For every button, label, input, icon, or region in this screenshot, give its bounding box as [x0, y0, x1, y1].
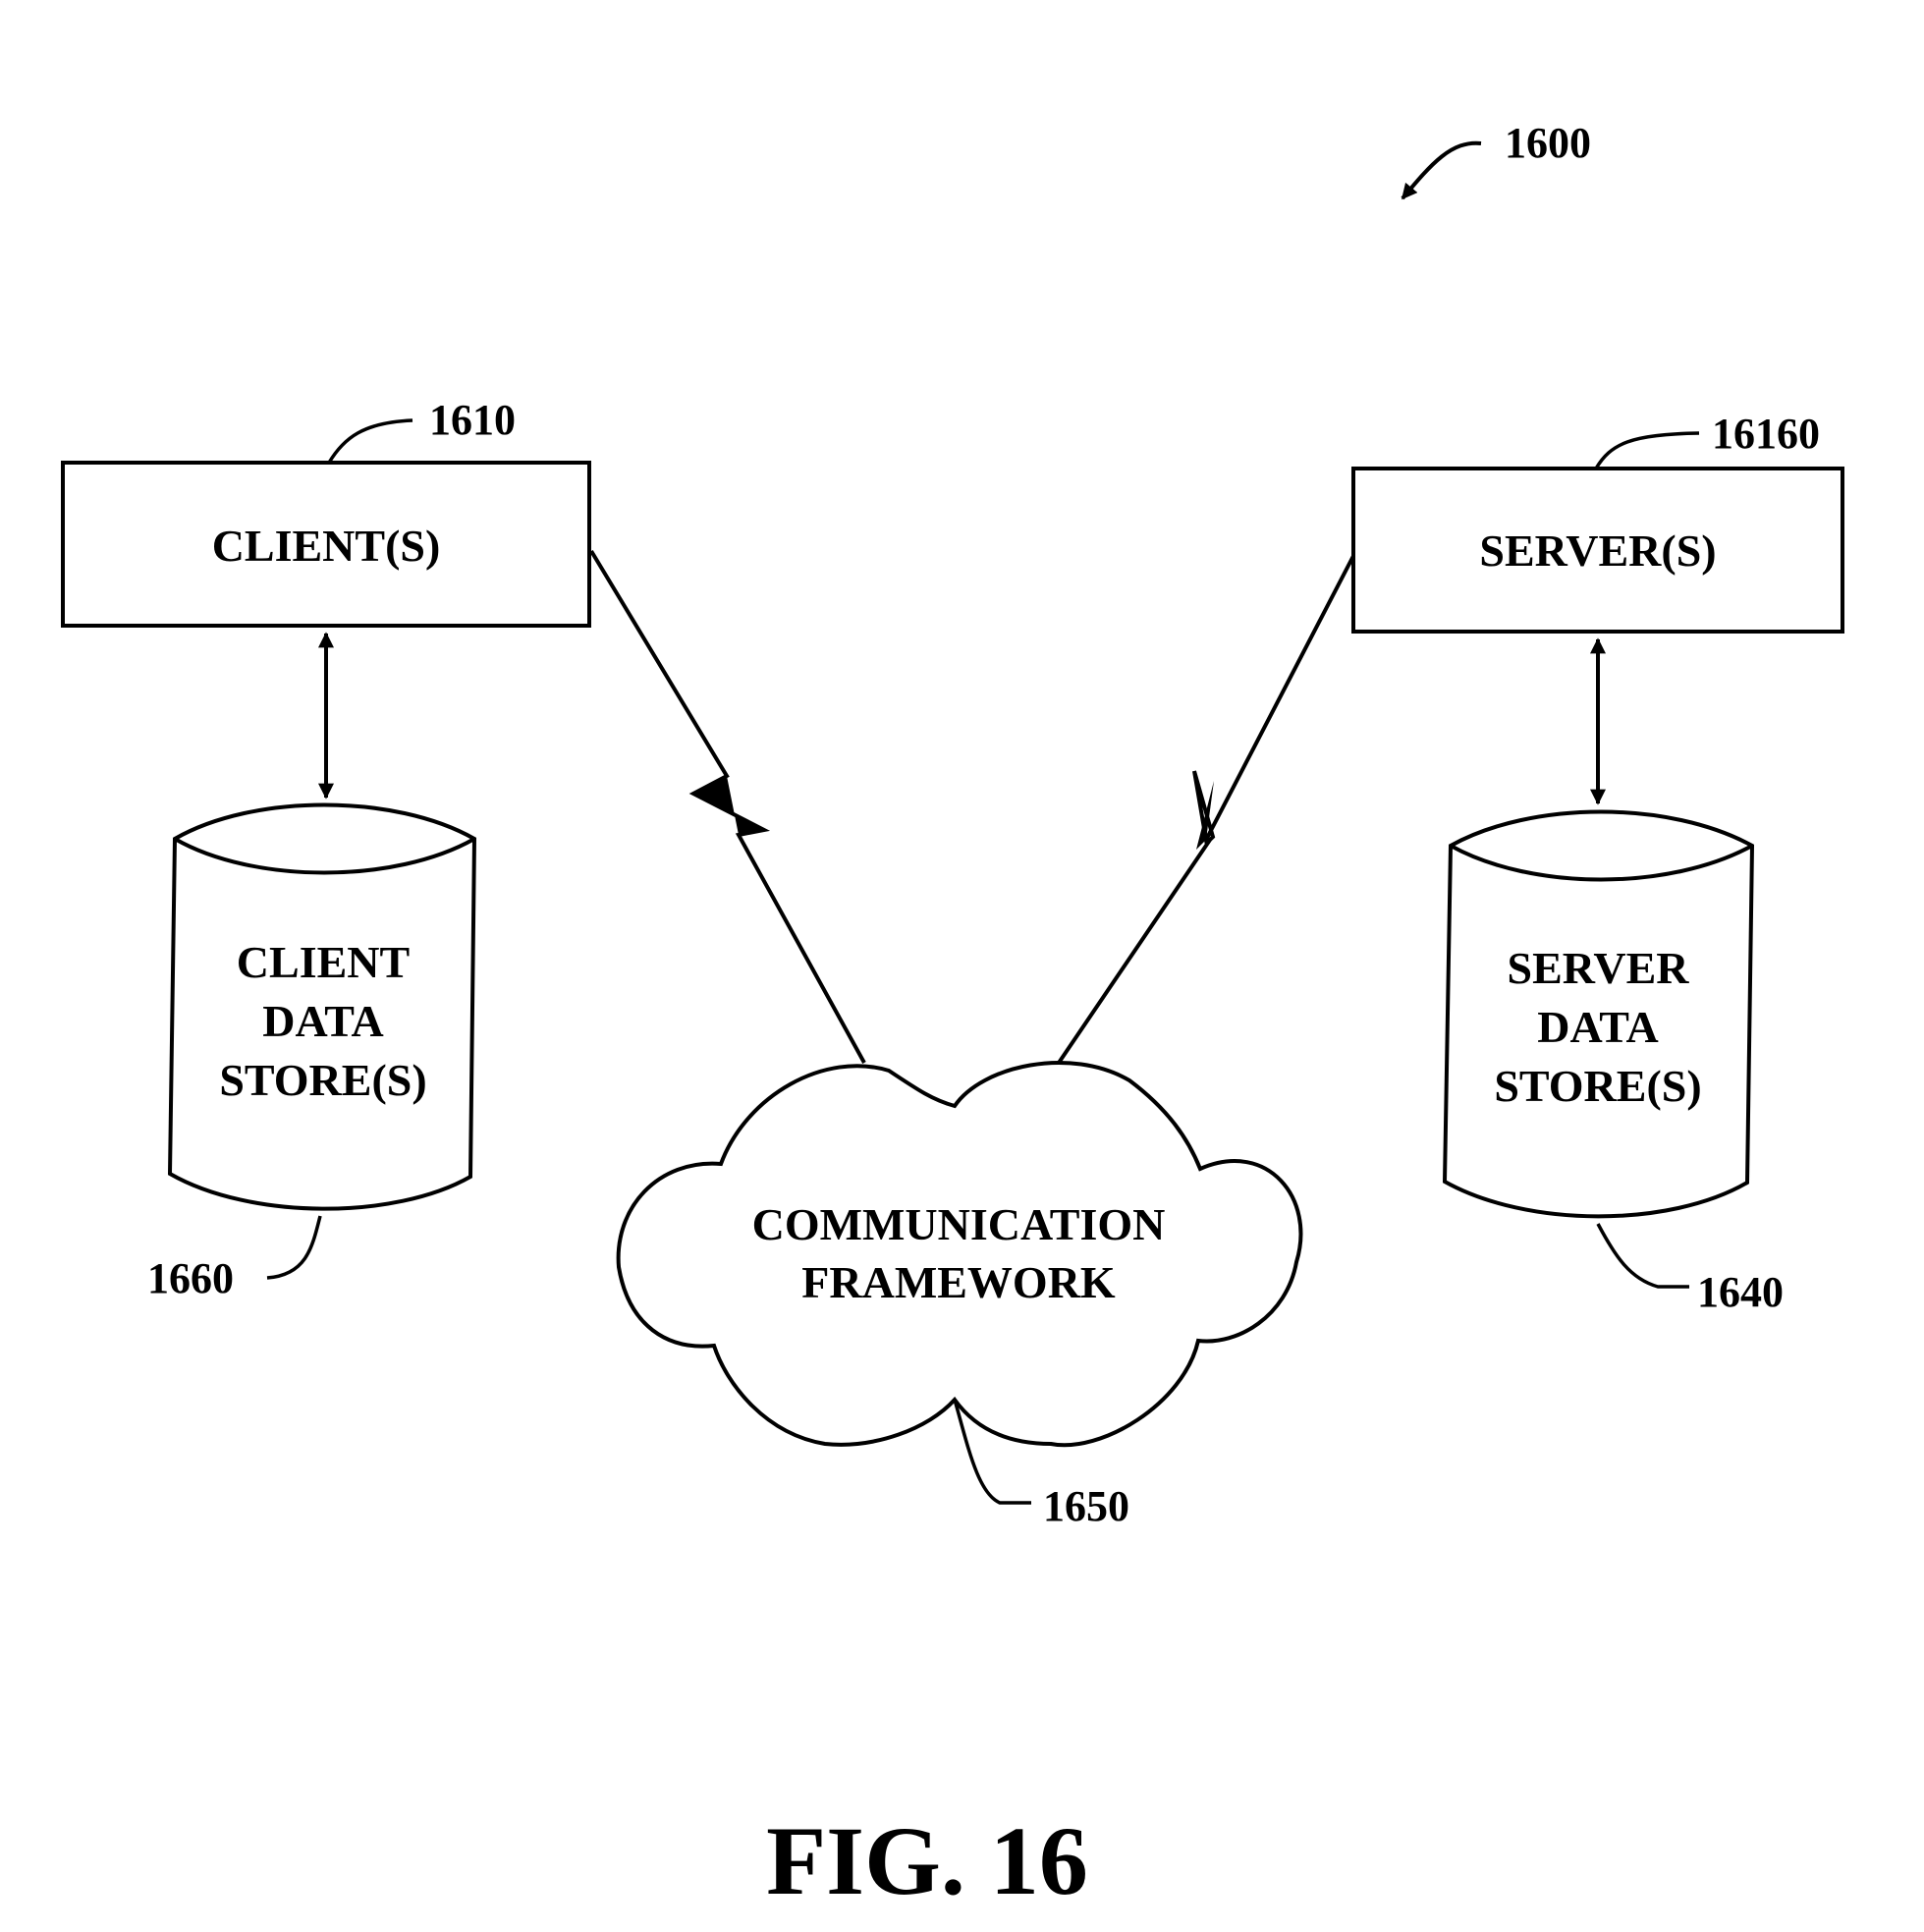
server-store-label-line-3: STORE(S) — [1494, 1061, 1701, 1111]
client-node: 1610 CLIENT(S) — [63, 396, 589, 626]
communication-framework-label-line-1: COMMUNICATION — [752, 1199, 1166, 1249]
figure-caption: FIG. 16 — [766, 1806, 1088, 1915]
client-store-label-line-2: DATA — [262, 996, 384, 1046]
client-leader — [329, 420, 412, 463]
communication-framework-reference-number: 1650 — [1043, 1482, 1129, 1530]
client-store-label-line-1: CLIENT — [237, 937, 410, 987]
client-store-leader — [267, 1216, 320, 1278]
communication-framework: COMMUNICATION FRAMEWORK 1650 — [619, 1063, 1301, 1530]
client-store-label-line-3: STORE(S) — [219, 1055, 426, 1105]
server-data-store: SERVER DATA STORE(S) 1640 — [1445, 812, 1784, 1317]
client-data-store: CLIENT DATA STORE(S) 1660 — [147, 805, 474, 1303]
server-reference-number: 16160 — [1712, 410, 1820, 458]
server-store-label-line-2: DATA — [1537, 1002, 1659, 1052]
server-communication-link — [1059, 556, 1353, 1063]
server-store-reference-number: 1640 — [1697, 1268, 1784, 1316]
client-store-reference-number: 1660 — [147, 1254, 234, 1302]
system-reference-number: 1600 — [1505, 119, 1591, 167]
client-label: CLIENT(S) — [212, 521, 441, 571]
server-store-leader — [1598, 1224, 1689, 1287]
communication-framework-cloud — [619, 1063, 1301, 1445]
server-node: 16160 SERVER(S) — [1353, 410, 1842, 632]
server-store-label-line-1: SERVER — [1508, 943, 1690, 993]
server-label: SERVER(S) — [1479, 525, 1716, 576]
system-reference-arrow — [1402, 143, 1481, 198]
client-reference-number: 1610 — [429, 396, 516, 444]
client-link-bolt — [693, 776, 764, 835]
system-reference: 1600 — [1402, 119, 1591, 198]
server-leader — [1596, 433, 1699, 469]
communication-framework-label-line-2: FRAMEWORK — [801, 1257, 1116, 1307]
